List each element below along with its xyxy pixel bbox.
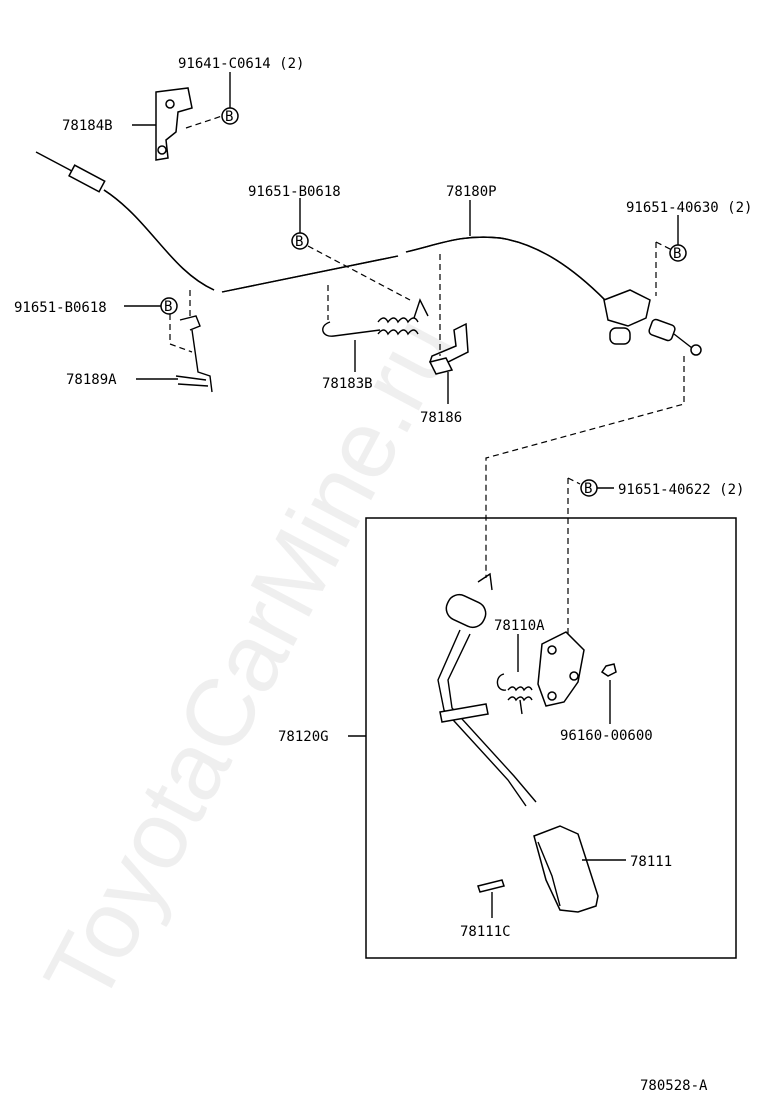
label-91651-B0618-a: 91651-B0618 bbox=[248, 184, 341, 200]
label-78120G: 78120G bbox=[278, 729, 329, 745]
figure-id: 780528-A bbox=[640, 1078, 708, 1094]
bolt-91641-icon: B bbox=[221, 107, 239, 125]
cable-78180P bbox=[35, 151, 702, 356]
label-78184B: 78184B bbox=[62, 118, 113, 134]
label-78186: 78186 bbox=[420, 410, 462, 426]
label-78111C: 78111C bbox=[460, 924, 511, 940]
bolt-91651-40622-icon: B bbox=[580, 479, 598, 497]
dash-cable-to-pedal bbox=[485, 356, 685, 578]
label-78111: 78111 bbox=[630, 854, 672, 870]
assembly-box-78120G bbox=[365, 517, 737, 959]
svg-text:B: B bbox=[164, 299, 172, 315]
clip-78189A bbox=[175, 315, 213, 393]
pedal-arm bbox=[437, 572, 537, 807]
bolt-91651-B0618-b-icon: B bbox=[160, 297, 178, 315]
watermark: ToyotaCarMine.ru bbox=[24, 301, 474, 1020]
label-78183B: 78183B bbox=[322, 376, 373, 392]
bolt-91651-40630-icon: B bbox=[669, 244, 687, 262]
bracket-78184B bbox=[155, 87, 193, 161]
svg-text:B: B bbox=[295, 234, 303, 250]
label-91641-C0614: 91641-C0614 (2) bbox=[178, 56, 304, 72]
nut-96160-icon bbox=[600, 663, 617, 677]
pedal-pad-78111 bbox=[533, 825, 599, 913]
label-91651-40630: 91651-40630 (2) bbox=[626, 200, 752, 216]
svg-text:B: B bbox=[225, 109, 233, 125]
svg-text:B: B bbox=[584, 481, 592, 497]
pedal-bracket bbox=[537, 631, 585, 707]
bolt-91651-B0618-a-icon: B bbox=[291, 232, 309, 250]
spring-78183B bbox=[322, 298, 429, 337]
label-96160-00600: 96160-00600 bbox=[560, 728, 653, 744]
label-78110A: 78110A bbox=[494, 618, 545, 634]
spring-78110A bbox=[496, 673, 533, 715]
dash-78184B-bolt bbox=[185, 115, 223, 129]
dash-bolt-a-spring bbox=[307, 245, 411, 301]
label-78180P: 78180P bbox=[446, 184, 497, 200]
pin-78111C bbox=[477, 879, 505, 893]
label-91651-B0618-b: 91651-B0618 bbox=[14, 300, 107, 316]
label-78189A: 78189A bbox=[66, 372, 117, 388]
svg-text:B: B bbox=[673, 246, 681, 262]
label-91651-40622: 91651-40622 (2) bbox=[618, 482, 744, 498]
